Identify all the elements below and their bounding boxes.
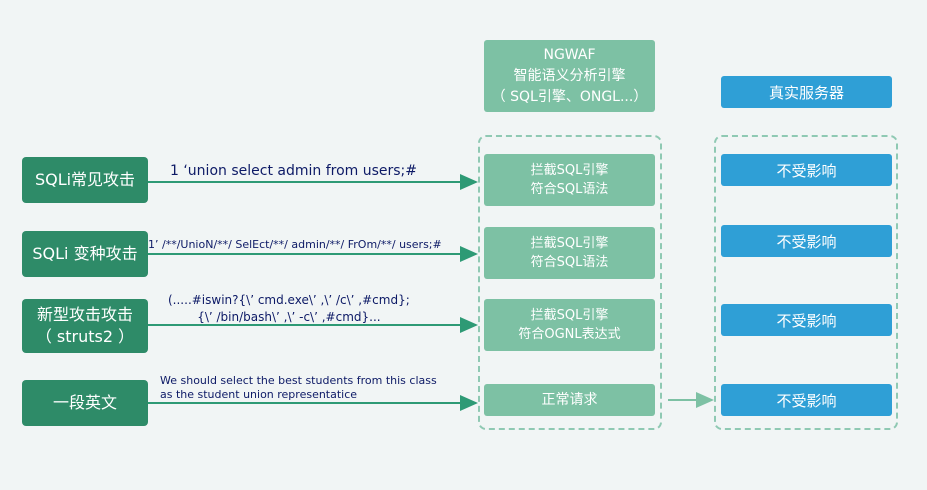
attack-box-struts2: 新型攻击攻击 （ struts2 ） bbox=[22, 299, 148, 353]
server-result-label: 不受影响 bbox=[776, 311, 837, 330]
engine-box-row-4: 正常请求 bbox=[484, 384, 655, 416]
server-result-label: 不受影响 bbox=[776, 161, 837, 180]
payload-line: We should select the best students from … bbox=[160, 374, 437, 387]
payload-line: {\’ /bin/bash\’ ,\’ -c\’ ,#cmd}... bbox=[197, 310, 381, 324]
engine-line: 正常请求 bbox=[541, 391, 598, 408]
payload-line: as the student union representatice bbox=[160, 388, 358, 401]
payload-row-4: We should select the best students from … bbox=[160, 374, 437, 402]
server-result-row-3: 不受影响 bbox=[721, 304, 892, 336]
ngwaf-title-box: NGWAF 智能语义分析引擎 （ SQL引擎、ONGL...） bbox=[484, 40, 655, 112]
server-result-label: 不受影响 bbox=[776, 391, 837, 410]
attack-label: SQLi 变种攻击 bbox=[32, 244, 138, 263]
engine-line: 拦截SQL引擎 bbox=[530, 308, 609, 323]
server-container bbox=[714, 135, 898, 430]
attack-label: 新型攻击攻击 （ struts2 ） bbox=[35, 305, 135, 346]
engine-line: 拦截SQL引擎 bbox=[530, 163, 609, 178]
real-server-title: 真实服务器 bbox=[768, 83, 844, 102]
server-result-row-2: 不受影响 bbox=[721, 225, 892, 257]
attack-label: 一段英文 bbox=[52, 393, 117, 412]
server-result-label: 不受影响 bbox=[776, 232, 837, 251]
payload-row-3: (.....#iswin?{\’ cmd.exe\’ ,\’ /c\’ ,#cm… bbox=[168, 292, 410, 326]
waf-engine-container bbox=[478, 135, 662, 430]
attack-box-sqli-common: SQLi常见攻击 bbox=[22, 157, 148, 203]
real-server-title-box: 真实服务器 bbox=[721, 76, 892, 108]
engine-line: 符合OGNL表达式 bbox=[518, 327, 621, 342]
attack-box-sqli-variant: SQLi 变种攻击 bbox=[22, 231, 148, 277]
engine-box-row-1: 拦截SQL引擎 符合SQL语法 bbox=[484, 154, 655, 206]
attack-box-english-text: 一段英文 bbox=[22, 380, 148, 426]
engine-line: 符合SQL语法 bbox=[530, 255, 609, 270]
server-result-row-1: 不受影响 bbox=[721, 154, 892, 186]
payload-row-2: 1’ /**/UnioN/**/ SelEct/**/ admin/**/ Fr… bbox=[148, 238, 442, 251]
ngwaf-title-line-2: 智能语义分析引擎 bbox=[513, 67, 626, 84]
payload-line: 1 ‘union select admin from users;# bbox=[170, 163, 418, 179]
payload-row-1: 1 ‘union select admin from users;# bbox=[170, 163, 417, 179]
engine-box-row-3: 拦截SQL引擎 符合OGNL表达式 bbox=[484, 299, 655, 351]
server-result-row-4: 不受影响 bbox=[721, 384, 892, 416]
engine-line: 拦截SQL引擎 bbox=[530, 236, 609, 251]
ngwaf-title-line-3: （ SQL引擎、ONGL...） bbox=[491, 88, 648, 105]
attack-label: SQLi常见攻击 bbox=[34, 170, 136, 189]
engine-line: 符合SQL语法 bbox=[530, 182, 609, 197]
engine-box-row-2: 拦截SQL引擎 符合SQL语法 bbox=[484, 227, 655, 279]
payload-line: 1’ /**/UnioN/**/ SelEct/**/ admin/**/ Fr… bbox=[148, 238, 442, 251]
payload-line: (.....#iswin?{\’ cmd.exe\’ ,\’ /c\’ ,#cm… bbox=[168, 293, 410, 307]
ngwaf-title-line-1: NGWAF bbox=[543, 46, 596, 63]
